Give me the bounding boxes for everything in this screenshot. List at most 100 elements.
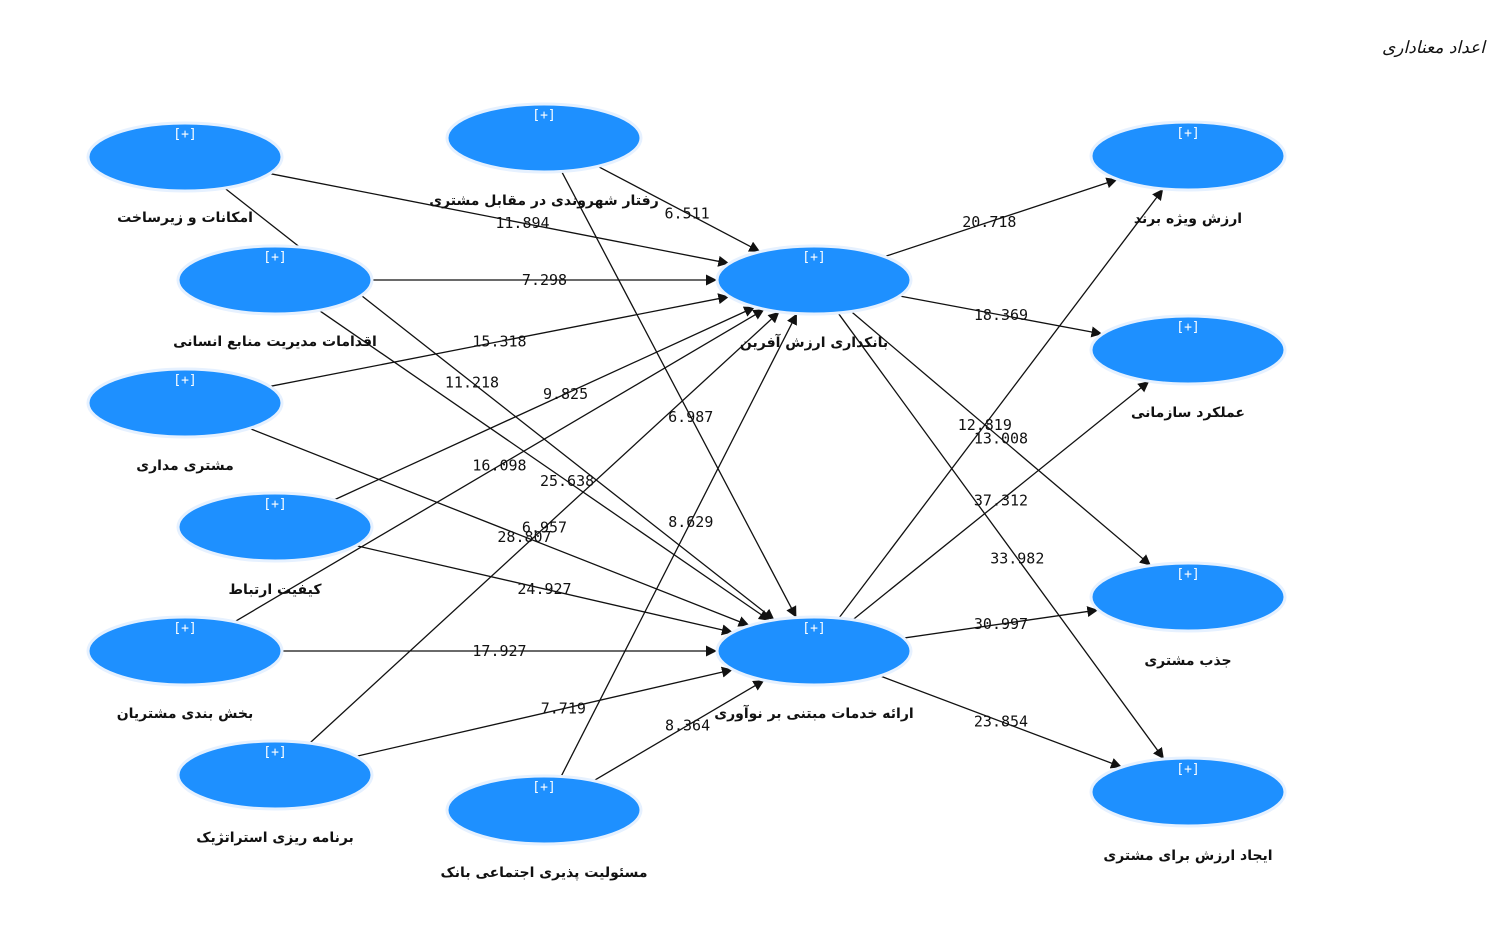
path-arrow-n3-v2 [318,309,771,622]
construct-node-v2[interactable]: [+]ارائه خدمات مبتنی بر نوآوری [714,615,914,722]
construct-label: ارزش ویژه برند [1134,211,1242,227]
path-arrow-n5-v1 [333,306,756,501]
construct-ellipse[interactable] [86,615,284,687]
construct-ellipse[interactable] [445,774,643,846]
path-coefficient-n8-v1: 8.629 [668,513,713,531]
path-arrow-v2-o1 [838,188,1164,619]
construct-node-n6[interactable]: [+] بخش بندی مشتریان [86,615,284,722]
path-arrow-n4-v2 [249,427,750,627]
construct-node-n7[interactable]: [+] برنامه ریزی استراتژیک [176,739,374,846]
path-coefficient-v1-o1: 20.718 [962,213,1016,231]
path-coefficient-n4-v2: 28.807 [497,528,551,546]
construct-node-n1[interactable]: [+]امکانات و زیرساخت [86,121,284,226]
construct-ellipse[interactable] [1089,561,1287,633]
path-coefficient-n1-v1: 11.894 [495,214,549,232]
path-coefficient-n1-v2: 11.218 [445,373,499,391]
expand-icon[interactable]: [+] [532,780,555,795]
path-arrow-n7-v1 [309,311,780,744]
construct-ellipse[interactable] [86,367,284,439]
construct-ellipse[interactable] [176,491,374,563]
path-arrow-n8-v1 [560,313,798,777]
expand-icon[interactable]: [+] [173,373,196,388]
construct-node-o4[interactable]: [+] ایجاد ارزش برای مشتری [1089,756,1287,864]
path-arrow-n4-v1 [269,293,730,388]
construct-ellipse[interactable] [176,244,374,316]
construct-label: کیفیت ارتباط [229,582,323,598]
path-coefficient-n8-v2: 8.364 [665,716,710,734]
expand-icon[interactable]: [+] [173,127,196,142]
construct-node-n2[interactable]: [+]رفتار شهروندی در مقابل مشتری [429,102,659,209]
construct-label: برنامه ریزی استراتژیک [196,830,354,846]
path-coefficient-v1-o2: 18.369 [974,306,1028,324]
path-coefficient-n2-v2: 6.987 [668,408,713,426]
construct-node-o1[interactable]: [+] ارزش ویژه برند [1089,120,1287,227]
expand-icon[interactable]: [+] [1176,762,1199,777]
construct-ellipse[interactable] [86,121,284,193]
construct-node-n4[interactable]: [+] مشتری مداری [86,367,284,474]
construct-label: بخش بندی مشتریان [117,706,254,722]
construct-ellipse[interactable] [715,615,913,687]
path-coefficient-n6-v2: 17.927 [472,642,526,660]
path-arrow-n6-v1 [234,308,765,623]
expand-icon[interactable]: [+] [263,497,286,512]
path-coefficient-v1-o3: 13.008 [974,430,1028,448]
construct-label: مشتری مداری [136,458,234,474]
path-arrow-v1-o1 [884,177,1118,258]
construct-node-o3[interactable]: [+] جذب مشتری [1089,561,1287,669]
path-arrow-n8-v2 [593,679,765,782]
path-coefficient-v2-o1: 12.819 [958,416,1012,434]
path-coefficient-n5-v1: 9.825 [543,385,588,403]
construct-ellipse[interactable] [176,739,374,811]
path-arrow-n7-v2 [355,666,734,757]
expand-icon[interactable]: [+] [1176,320,1199,335]
construct-label: اقدامات مدیریت منابع انسانی [173,334,377,350]
expand-icon[interactable]: [+] [1176,126,1199,141]
construct-node-v1[interactable]: [+] بانکداری ارزش آفرین [715,244,913,351]
path-arrow-n5-v2 [355,545,734,636]
expand-icon[interactable]: [+] [532,108,555,123]
node-layer: [+]امکانات و زیرساخت [+]رفتار شهروندی در … [86,102,1287,881]
path-coefficient-n3-v2: 25.638 [540,472,594,490]
edge-layer [224,165,1165,782]
expand-icon[interactable]: [+] [1176,567,1199,582]
construct-node-n8[interactable]: [+]مسئولیت پذیری اجتماعی بانک [440,774,648,881]
construct-node-n5[interactable]: [+] کیفیت ارتباط [176,491,374,598]
path-arrow-n2-v2 [561,171,797,618]
path-coefficient-v2-o2: 37.312 [974,492,1028,510]
path-coefficient-n2-v1: 6.511 [665,204,710,222]
path-coefficient-n7-v2: 7.719 [541,700,586,718]
path-arrow-v1-o3 [850,310,1152,567]
construct-ellipse[interactable] [445,102,643,174]
path-arrow-v2-o2 [852,380,1150,621]
path-arrow-v2-o4 [879,675,1123,769]
path-coefficient-n5-v2: 24.927 [517,580,571,598]
expand-icon[interactable]: [+] [173,621,196,636]
construct-ellipse[interactable] [715,244,913,316]
construct-ellipse[interactable] [1089,314,1287,386]
construct-node-o2[interactable]: [+] عملکرد سازمانی [1089,314,1287,421]
path-coefficient-n4-v1: 15.318 [472,333,526,351]
path-arrow-n1-v1 [269,172,730,267]
path-coefficient-n6-v1: 16.098 [472,457,526,475]
expand-icon[interactable]: [+] [263,250,286,265]
path-coefficient-v2-o4: 23.854 [974,713,1028,731]
expand-icon[interactable]: [+] [802,621,825,636]
construct-node-n3[interactable]: [+] اقدامات مدیریت منابع انسانی [173,244,377,350]
diagram-title: مدل در حالت اعداد معناداری [1382,38,1490,58]
path-coefficient-n3-v1: 7.298 [522,271,567,289]
path-coefficient-n7-v1: 6.957 [522,519,567,537]
expand-icon[interactable]: [+] [263,745,286,760]
construct-label: ایجاد ارزش برای مشتری [1103,848,1272,864]
construct-label: بانکداری ارزش آفرین [740,333,888,351]
path-coefficient-v1-o4: 33.982 [990,549,1044,567]
construct-ellipse[interactable] [1089,120,1287,192]
path-arrow-n2-v1 [597,165,761,253]
construct-label: عملکرد سازمانی [1131,405,1245,421]
expand-icon[interactable]: [+] [802,250,825,265]
coefficient-layer: 11.894 11.218 6.511 6.987 7.298 25.638 15.318 2… [445,204,1044,734]
path-arrow-v1-o4 [837,312,1165,760]
path-arrow-v1-o2 [899,295,1103,338]
construct-label: جذب مشتری [1144,653,1231,669]
construct-ellipse[interactable] [1089,756,1287,828]
